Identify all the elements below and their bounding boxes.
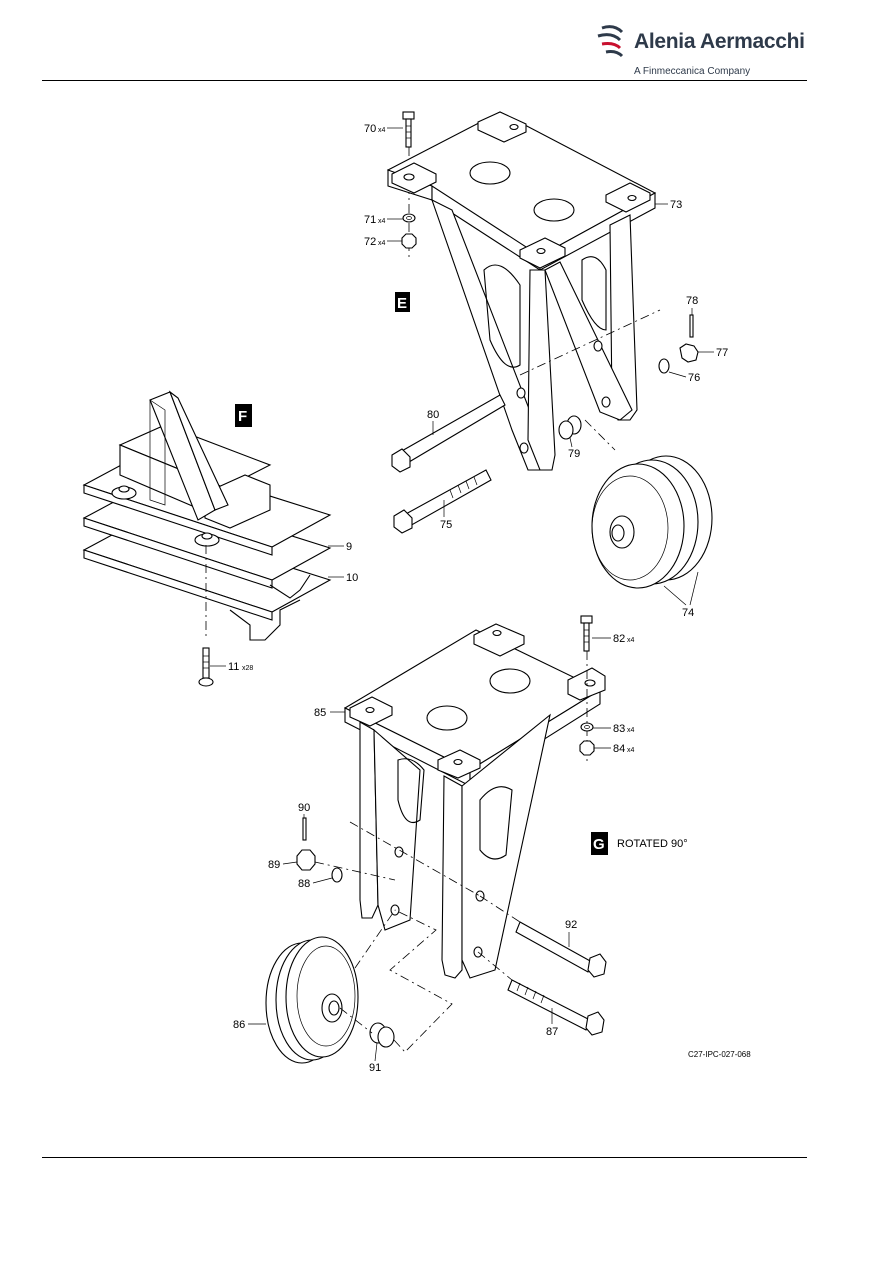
bolt-82 xyxy=(580,615,593,652)
view-tag-f: F xyxy=(235,404,252,427)
callout-91: 91 xyxy=(369,1062,381,1074)
callout-71-qty: x4 xyxy=(378,218,386,225)
spacer-91 xyxy=(369,1022,395,1048)
callout-83-qty: x4 xyxy=(627,727,635,734)
nut-89 xyxy=(296,849,316,871)
pin-90 xyxy=(302,817,307,841)
callout-9: 9 xyxy=(346,541,352,553)
nut-72 xyxy=(401,233,417,249)
view-e-assembly: E 70 x4 71 x4 72 x4 73 78 77 76 80 79 75… xyxy=(364,111,728,619)
nut-84 xyxy=(579,740,595,756)
callout-86: 86 xyxy=(233,1019,245,1031)
callout-87: 87 xyxy=(546,1026,558,1038)
callout-89: 89 xyxy=(268,859,280,871)
callout-77: 77 xyxy=(716,347,728,359)
bolt-92 xyxy=(515,921,607,978)
logo-emblem-icon xyxy=(597,25,624,58)
nut-77 xyxy=(679,343,699,363)
callout-76: 76 xyxy=(688,372,700,384)
svg-text:E: E xyxy=(397,295,407,312)
callout-70: 70 xyxy=(364,123,376,135)
callout-74: 74 xyxy=(682,607,694,619)
callout-80: 80 xyxy=(427,409,439,421)
brand-name: Alenia Aermacchi xyxy=(634,30,805,53)
callout-88: 88 xyxy=(298,878,310,890)
view-g-assembly: G ROTATED 90° 82 x4 83 x4 84 x4 85 90 89… xyxy=(233,615,751,1074)
pin-78 xyxy=(689,314,694,338)
callout-75: 75 xyxy=(440,519,452,531)
figure-reference: C27-IPC-027-068 xyxy=(688,1050,751,1059)
callout-79: 79 xyxy=(568,448,580,460)
view-tag-e: E xyxy=(395,292,410,312)
header-rule xyxy=(42,80,807,81)
bracket-85 xyxy=(343,623,606,979)
bolt-75 xyxy=(393,469,492,534)
callout-82: 82 xyxy=(613,633,625,645)
company-logo: Alenia Aermacchi A Finmeccanica Company xyxy=(596,22,805,80)
callout-11: 11 xyxy=(228,661,239,673)
screw-11 xyxy=(198,545,214,687)
callout-73: 73 xyxy=(670,199,682,211)
bolt-70 xyxy=(402,111,415,148)
svg-text:G: G xyxy=(593,836,605,853)
callout-72-qty: x4 xyxy=(378,240,386,247)
bolt-87 xyxy=(507,979,605,1036)
view-f-assembly: F 9 10 11 x28 xyxy=(82,390,358,687)
callout-84: 84 xyxy=(613,743,625,755)
view-g-note: ROTATED 90° xyxy=(617,838,688,850)
washer-71 xyxy=(402,213,416,223)
callout-82-qty: x4 xyxy=(627,637,635,644)
brand-tagline: A Finmeccanica Company xyxy=(634,66,751,77)
bracket-73 xyxy=(386,111,657,471)
callout-85: 85 xyxy=(314,707,326,719)
washer-88 xyxy=(331,867,343,883)
pulley-86 xyxy=(265,936,359,1064)
pulley-74 xyxy=(591,455,713,589)
callout-11-qty: x28 xyxy=(242,665,253,672)
callout-71: 71 xyxy=(364,214,376,226)
callout-10: 10 xyxy=(346,572,358,584)
washer-83 xyxy=(580,722,594,732)
callout-78: 78 xyxy=(686,295,698,307)
view-tag-g: G xyxy=(591,832,608,855)
bolt-80 xyxy=(391,394,506,473)
callout-84-qty: x4 xyxy=(627,747,635,754)
washer-76 xyxy=(658,358,670,374)
footer-rule xyxy=(42,1157,807,1158)
callout-92: 92 xyxy=(565,919,577,931)
spacer-79 xyxy=(558,415,582,440)
callout-72: 72 xyxy=(364,236,376,248)
callout-90: 90 xyxy=(298,802,310,814)
callout-70-qty: x4 xyxy=(378,127,386,134)
svg-text:F: F xyxy=(238,408,247,425)
callout-83: 83 xyxy=(613,723,625,735)
